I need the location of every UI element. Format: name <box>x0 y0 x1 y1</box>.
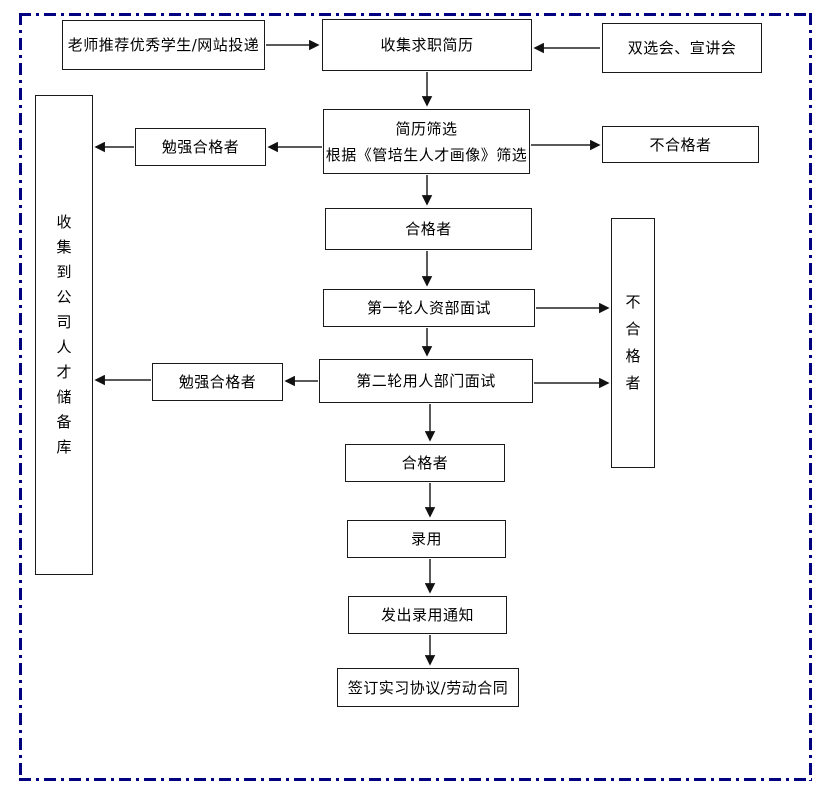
resume-screening-line2: 根据《管培生人才画像》筛选 <box>325 145 528 164</box>
node-barely-qualified-1: 勉强合格者 <box>135 128 266 166</box>
node-collect-resumes: 收集求职简历 <box>322 19 532 71</box>
node-first-interview: 第一轮人资部面试 <box>323 289 535 327</box>
node-talent-pool-label: 收集到公司人才储备库 <box>56 213 72 456</box>
node-qualified-2: 合格者 <box>345 444 505 482</box>
node-unqualified-2: 不合格者 <box>611 218 655 468</box>
node-sign-contract: 签订实习协议/劳动合同 <box>337 668 519 707</box>
node-resume-screening: 简历筛选 根据《管培生人才画像》筛选 <box>323 109 530 174</box>
node-job-fair: 双选会、宣讲会 <box>602 23 762 73</box>
node-unqualified-2-label: 不合格者 <box>625 293 641 392</box>
node-barely-qualified-2: 勉强合格者 <box>152 363 283 401</box>
resume-screening-line1: 简历筛选 <box>395 119 458 138</box>
node-talent-pool: 收集到公司人才储备库 <box>35 95 93 575</box>
frame-border-left <box>19 13 22 781</box>
node-teacher-recommend: 老师推荐优秀学生/网站投递 <box>62 20 265 70</box>
node-unqualified-1: 不合格者 <box>602 126 759 163</box>
node-second-interview: 第二轮用人部门面试 <box>319 359 533 403</box>
node-qualified-1: 合格者 <box>325 208 532 250</box>
frame-border-bottom <box>19 778 812 781</box>
frame-border-top <box>19 13 812 16</box>
node-offer-notice: 发出录用通知 <box>348 596 507 634</box>
frame-border-right <box>809 13 812 781</box>
node-hire: 录用 <box>347 520 506 558</box>
node-resume-screening-label: 简历筛选 根据《管培生人才画像》筛选 <box>326 116 528 168</box>
